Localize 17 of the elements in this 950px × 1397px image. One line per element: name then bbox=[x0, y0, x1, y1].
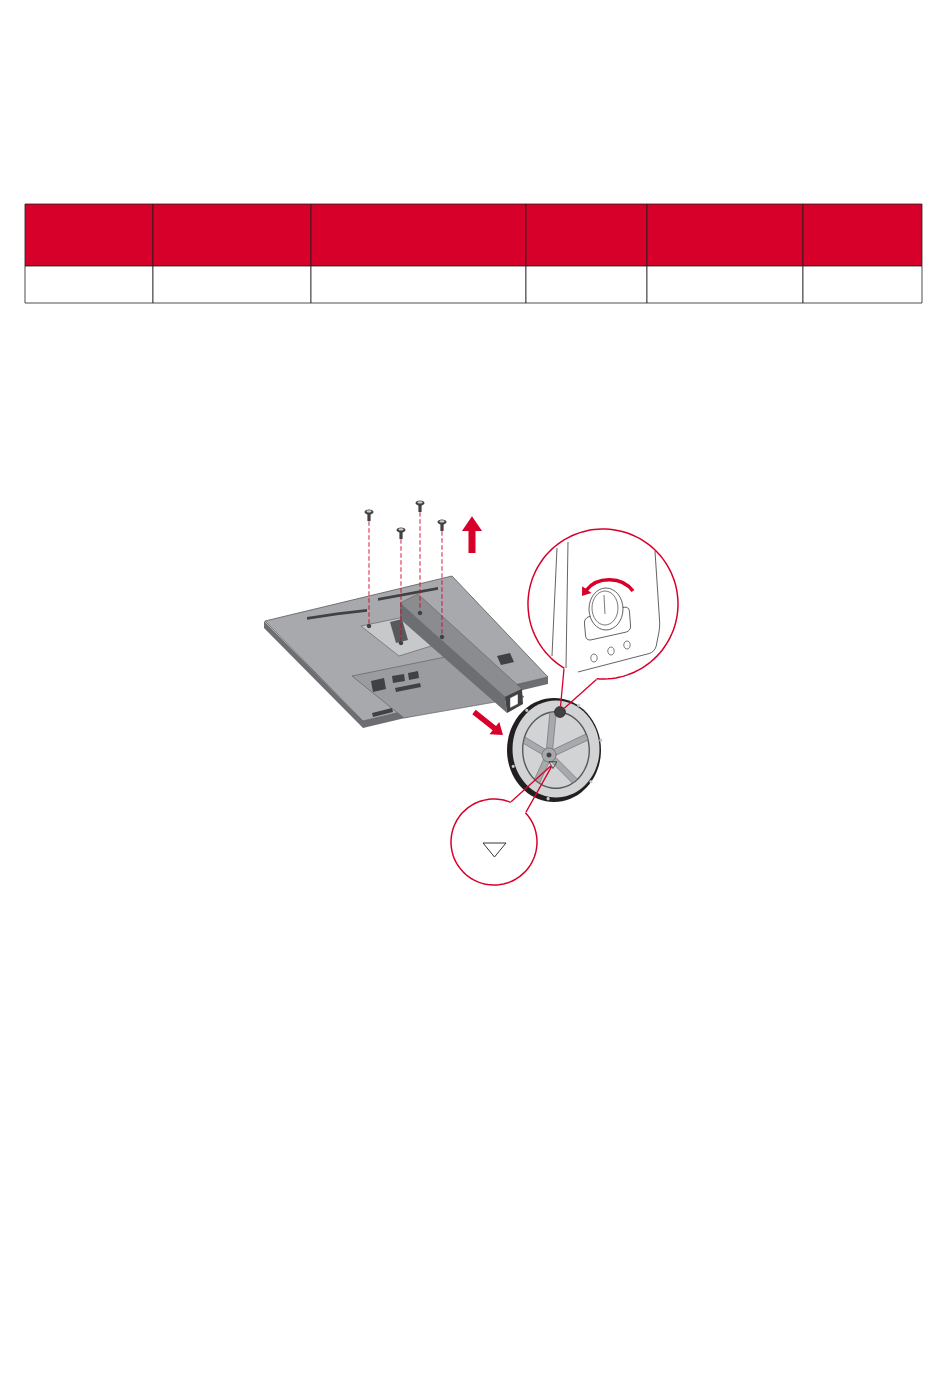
screw-hole bbox=[366, 623, 372, 629]
monitor-drawing bbox=[264, 575, 549, 728]
dashed-guide-line bbox=[400, 538, 402, 641]
callout-pointer bbox=[510, 765, 553, 813]
screw-hole bbox=[439, 634, 445, 640]
triangle-mark bbox=[548, 761, 558, 769]
base-knob bbox=[554, 706, 566, 718]
callout-pointer bbox=[559, 668, 598, 709]
dashed-guide-line bbox=[368, 520, 370, 624]
screw-hole bbox=[417, 610, 423, 616]
screw bbox=[364, 509, 374, 521]
screw bbox=[437, 519, 447, 531]
dashed-guide-line bbox=[441, 530, 443, 635]
stand-base-drawing bbox=[507, 698, 603, 802]
screw bbox=[396, 527, 406, 539]
screw-hole bbox=[398, 640, 404, 646]
screw bbox=[415, 500, 425, 512]
